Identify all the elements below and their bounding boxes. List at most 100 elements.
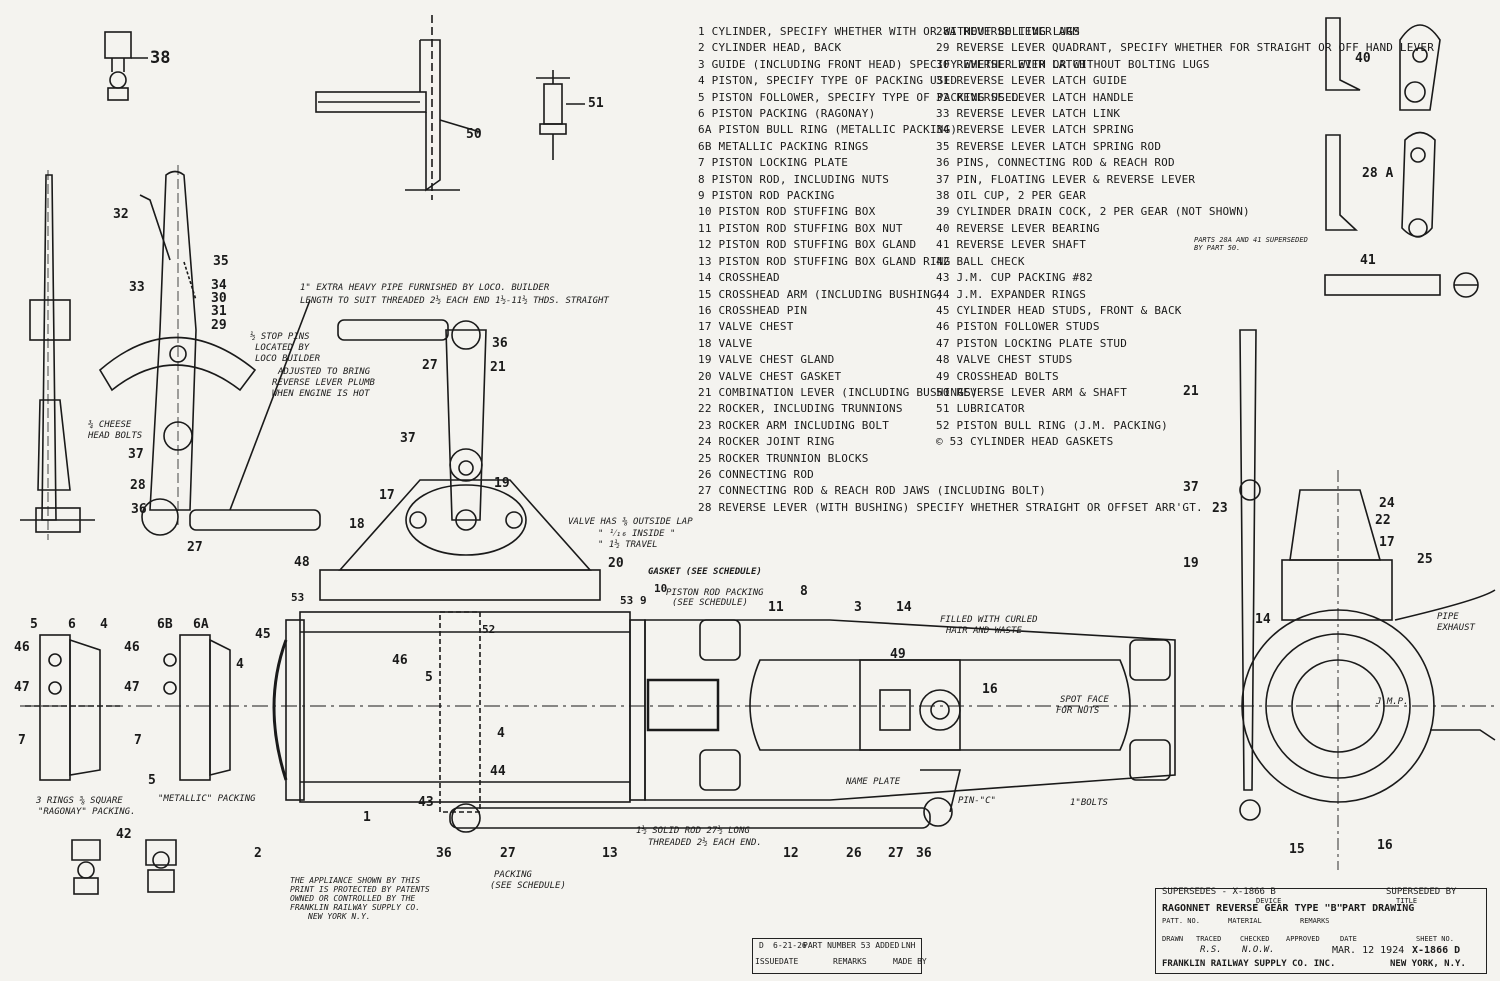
revision-letter: D [759, 941, 764, 950]
note-spot-face-2: FOR NUTS [1056, 706, 1100, 716]
list-item: 27 CONNECTING ROD & REACH ROD JAWS (INCL… [698, 484, 1046, 498]
list-item: 39 CYLINDER DRAIN COCK, 2 PER GEAR (NOT … [936, 205, 1250, 219]
note-superseded-parts-2: BY PART 50. [1194, 244, 1241, 252]
cylinder-figure [20, 611, 1495, 813]
callout: 7 [18, 733, 26, 748]
note-superseded-parts: PARTS 28A AND 41 SUPERSEDED [1194, 236, 1308, 244]
list-item: 21 COMBINATION LEVER (INCLUDING BUSHINGS… [698, 385, 978, 399]
note-pipe-exhaust-2: EXHAUST [1437, 623, 1475, 633]
list-item: 19 VALVE CHEST GLAND [698, 353, 835, 367]
callout: 38 [150, 48, 171, 68]
drawing-title: PART DRAWING [1342, 903, 1415, 914]
callout: 8 [800, 584, 808, 599]
list-item: 3 GUIDE (INCLUDING FRONT HEAD) SPECIFY W… [698, 57, 1210, 71]
revision-made-by-label: MADE BY [893, 957, 927, 966]
traced-by: R.S. [1200, 945, 1222, 955]
title-block: SUPERSEDES - X-1866 B SUPERSEDED BY DEVI… [1155, 887, 1487, 974]
note-solid-rod-2: THREADED 2½ EACH END. [648, 838, 762, 848]
reverse-lever-arm-figure [315, 15, 481, 200]
list-item: 1 CYLINDER, SPECIFY WHETHER WITH OR WITH… [698, 25, 1081, 38]
revision-remarks-label: REMARKS [833, 957, 867, 966]
note-cheese-head-2: HEAD BOLTS [88, 431, 143, 441]
list-item: 10 PISTON ROD STUFFING BOX [698, 205, 876, 219]
company-city: NEW YORK, N.Y. [1390, 959, 1466, 969]
callout: 5 [425, 670, 433, 685]
callout: 25 [1417, 552, 1433, 567]
callout: 2 [254, 846, 262, 861]
callout: 53 [620, 594, 634, 607]
end-view-figure [1239, 329, 1496, 870]
list-item: 38 OIL CUP, 2 PER GEAR [936, 189, 1087, 203]
note-jmp: J.M.P. [1376, 697, 1409, 707]
traced-label: TRACED [1196, 935, 1222, 943]
callout: 37 [400, 431, 416, 446]
callout: 36 [131, 502, 147, 517]
callout: 27 [187, 540, 203, 555]
list-item: 7 PISTON LOCKING PLATE [698, 156, 849, 170]
callout: 6A [193, 617, 209, 632]
drawn-label: DRAWN [1162, 935, 1184, 943]
callout: 19 [1183, 556, 1199, 571]
list-item: 8 PISTON ROD, INCLUDING NUTS [698, 172, 890, 186]
callout: 6 [68, 617, 76, 632]
patt-no-label: PATT. NO. [1162, 917, 1200, 925]
date-label: DATE [1340, 935, 1357, 943]
callout: 1 [363, 810, 371, 825]
list-item: © 53 CYLINDER HEAD GASKETS [936, 435, 1114, 449]
connecting-rod-figure [449, 769, 962, 833]
combination-lever-figure [445, 320, 487, 521]
piston-ragonay-figure [25, 634, 120, 781]
note-packing: PACKING [494, 870, 532, 880]
title-label: TITLE [1396, 897, 1418, 905]
revision-by: LNH [901, 941, 916, 950]
note-solid-rod: 1½ SOLID ROD 27½ LONG [636, 826, 750, 836]
list-item: 6 PISTON PACKING (RAGONAY) [698, 107, 876, 121]
callout: 15 [1289, 842, 1305, 857]
callout: 6B [157, 617, 173, 632]
list-item: 34 REVERSE LEVER LATCH SPRING [936, 123, 1134, 137]
callout: 27 [500, 846, 516, 861]
list-item: 44 J.M. EXPANDER RINGS [936, 287, 1087, 301]
callout: 13 [602, 846, 618, 861]
callout: 33 [129, 280, 145, 295]
note-adjusted: ADJUSTED TO BRING [278, 367, 371, 377]
note-pin-c: PIN-"C" [958, 796, 996, 806]
callout: 17 [379, 488, 395, 503]
note-cheese-head: ¾ CHEESE [88, 420, 132, 430]
callout: 53 [291, 591, 305, 604]
callout: 16 [982, 682, 998, 697]
note-piston-rod-packing-2: (SEE SCHEDULE) [672, 598, 748, 608]
callout: 36 [436, 846, 452, 861]
note-gasket: GASKET (SEE SCHEDULE) [648, 567, 762, 577]
note-patent-5: NEW YORK N.Y. [308, 912, 371, 921]
note-pipe-exhaust: PIPE [1437, 612, 1459, 622]
guide-crosshead-figure [644, 619, 1176, 801]
callout: 23 [1212, 501, 1228, 516]
callout: 17 [1379, 535, 1395, 550]
revision-remark: PART NUMBER 53 ADDED [803, 941, 900, 950]
revision-block: D 6-21-26 PART NUMBER 53 ADDED LNH ISSUE… [752, 938, 927, 974]
list-item: 25 ROCKER TRUNNION BLOCKS [698, 451, 869, 465]
callout: 4 [236, 657, 244, 672]
note-valve-travel: " 1½ TRAVEL [598, 540, 658, 550]
supersedes-text: SUPERSEDES - X-1866 B [1162, 887, 1276, 897]
list-item: 11 PISTON ROD STUFFING BOX NUT [698, 221, 903, 235]
reverse-lever-side-view [20, 170, 95, 540]
note-filled-2: HAIR AND WASTE [946, 626, 1022, 636]
note-valve-inside: " ¹⁄₁₆ INSIDE " [598, 529, 676, 539]
list-item: 24 ROCKER JOINT RING [698, 435, 835, 449]
callout: 18 [349, 517, 365, 532]
note-valve-lap: VALVE HAS ⅜ OUTSIDE LAP [568, 517, 693, 527]
callout: 46 [392, 653, 408, 668]
reverse-lever-shaft-figure [1324, 272, 1479, 298]
note-stop-pins: ½ STOP PINS [250, 332, 310, 342]
list-item: 37 PIN, FLOATING LEVER & REVERSE LEVER [936, 172, 1196, 186]
list-item: 42 BALL CHECK [936, 254, 1025, 268]
revision-issue-label: ISSUE [755, 957, 780, 966]
list-item: 32 REVERSE LEVER LATCH HANDLE [936, 90, 1134, 104]
callout: 50 [466, 127, 482, 142]
piston-metallic-figure [163, 634, 231, 781]
note-filled: FILLED WITH CURLED [940, 615, 1038, 625]
list-item: 12 PISTON ROD STUFFING BOX GLAND [698, 238, 917, 252]
